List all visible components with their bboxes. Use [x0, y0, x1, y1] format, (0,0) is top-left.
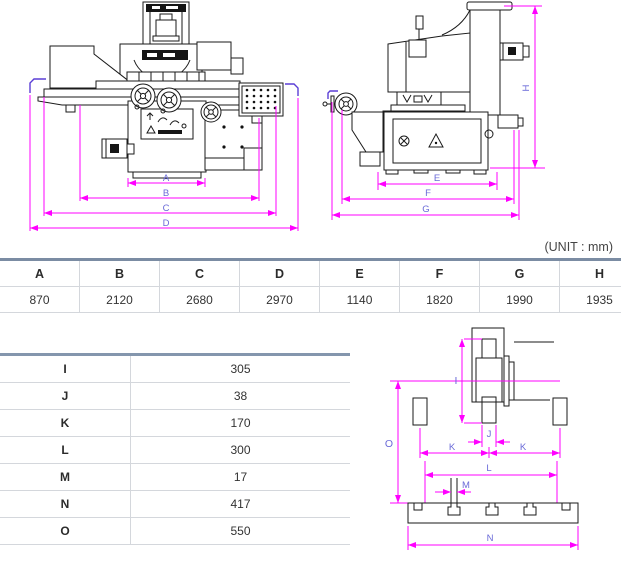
row-label: J — [0, 382, 131, 410]
row-label: I — [0, 354, 131, 383]
row-label: N — [0, 490, 131, 518]
vertical-feed-handle — [408, 15, 427, 58]
dim-label-i: I — [455, 375, 458, 387]
value-cell: 2120 — [79, 286, 160, 313]
dim-label-h: H — [521, 84, 532, 91]
row-label: K — [0, 409, 131, 437]
header-cell: H — [559, 259, 621, 287]
table-row: K 170 — [0, 409, 350, 437]
handwheel-icon — [130, 83, 156, 110]
value-cell: 2970 — [239, 286, 320, 313]
dim-label-f: F — [425, 188, 431, 199]
machine-column-side — [441, 1, 513, 116]
hydraulic-motor — [497, 114, 519, 129]
t-slot-table-profile — [407, 502, 579, 524]
dim-label-d: D — [163, 218, 170, 229]
end-notch — [561, 503, 571, 511]
handwheel-icon — [200, 101, 222, 123]
table-travel-mark-left — [29, 78, 46, 93]
unit-note: (UNIT : mm) — [544, 240, 613, 254]
machine-column — [142, 1, 190, 47]
t-slot — [485, 503, 499, 516]
table-row: O 550 — [0, 517, 350, 545]
dim-label-n: N — [487, 533, 494, 544]
header-cell: A — [0, 259, 80, 287]
value-cell: 1820 — [399, 286, 480, 313]
row-value: 300 — [130, 436, 350, 464]
dim-label-b: B — [163, 188, 169, 199]
row-value: 550 — [130, 517, 350, 545]
header-cell: D — [239, 259, 320, 287]
wheel-guard-side — [396, 91, 442, 106]
header-cell: E — [319, 259, 400, 287]
motor-side — [499, 42, 530, 61]
row-value: 38 — [130, 382, 350, 410]
machine-base-side — [383, 111, 524, 175]
dim-label-g: G — [422, 204, 429, 215]
table-row: L 300 — [0, 436, 350, 464]
table-row: M 17 — [0, 463, 350, 491]
value-cell: 1935 — [559, 286, 621, 313]
row-label: O — [0, 517, 131, 545]
t-slot — [447, 503, 461, 516]
pendant-buttons — [245, 88, 277, 110]
dim-label-k: K — [520, 442, 527, 453]
end-notch — [413, 503, 423, 511]
reference-block-left — [412, 397, 428, 426]
table-header-row: A B C D E F G H — [0, 259, 621, 287]
dim-label-e: E — [434, 173, 440, 184]
value-cell: 2680 — [159, 286, 240, 313]
row-label: M — [0, 463, 131, 491]
dim-label-c: C — [163, 203, 170, 214]
dim-label-a: A — [163, 173, 170, 184]
table-row: N 417 — [0, 490, 350, 518]
handwheel-icon — [156, 87, 182, 114]
header-cell: G — [479, 259, 560, 287]
table-value-row: 870 2120 2680 2970 1140 1820 1990 1935 — [0, 286, 621, 313]
front-view: A B C D — [29, 1, 299, 231]
dim-label-o: O — [385, 438, 393, 450]
dimension-table-a-h: A B C D E F G H 870 2120 2680 2970 1140 … — [0, 258, 621, 313]
row-value: 170 — [130, 409, 350, 437]
machine-base — [127, 100, 207, 179]
table-row: I 305 — [0, 354, 350, 383]
grinding-wheel-bottom — [481, 396, 497, 424]
table-travel-mark-side — [327, 90, 338, 99]
side-view: E F G H — [322, 1, 545, 220]
motor-front — [101, 138, 135, 159]
t-slot — [523, 503, 537, 516]
reference-block-right — [552, 397, 568, 426]
cross-section-view: I O J K K L M N — [385, 327, 579, 550]
table-row: J 38 — [0, 382, 350, 410]
overarm — [387, 32, 471, 93]
dim-label-m: M — [462, 480, 470, 491]
row-value: 417 — [130, 490, 350, 518]
header-cell: B — [79, 259, 160, 287]
value-cell: 870 — [0, 286, 80, 313]
dim-label-l: L — [486, 463, 491, 474]
header-cell: F — [399, 259, 480, 287]
dim-label-k: K — [449, 442, 456, 453]
button-grid — [241, 85, 281, 114]
spindle-housing — [475, 357, 503, 403]
grinding-wheel-assembly — [471, 327, 554, 424]
dim-label-j: J — [487, 429, 492, 440]
warning-triangle-icon — [146, 124, 156, 134]
machine-views-drawing: A B C D — [29, 1, 545, 231]
row-label: L — [0, 436, 131, 464]
value-cell: 1140 — [319, 286, 400, 313]
row-value: 305 — [130, 354, 350, 383]
row-value: 17 — [130, 463, 350, 491]
dimension-table-i-o: I 305 J 38 K 170 L 300 M 17 N 417 O 550 — [0, 353, 350, 545]
warning-triangle-icon — [428, 132, 444, 148]
header-cell: C — [159, 259, 240, 287]
knee-support — [351, 111, 384, 167]
table-travel-mark-right — [285, 83, 299, 96]
value-cell: 1990 — [479, 286, 560, 313]
